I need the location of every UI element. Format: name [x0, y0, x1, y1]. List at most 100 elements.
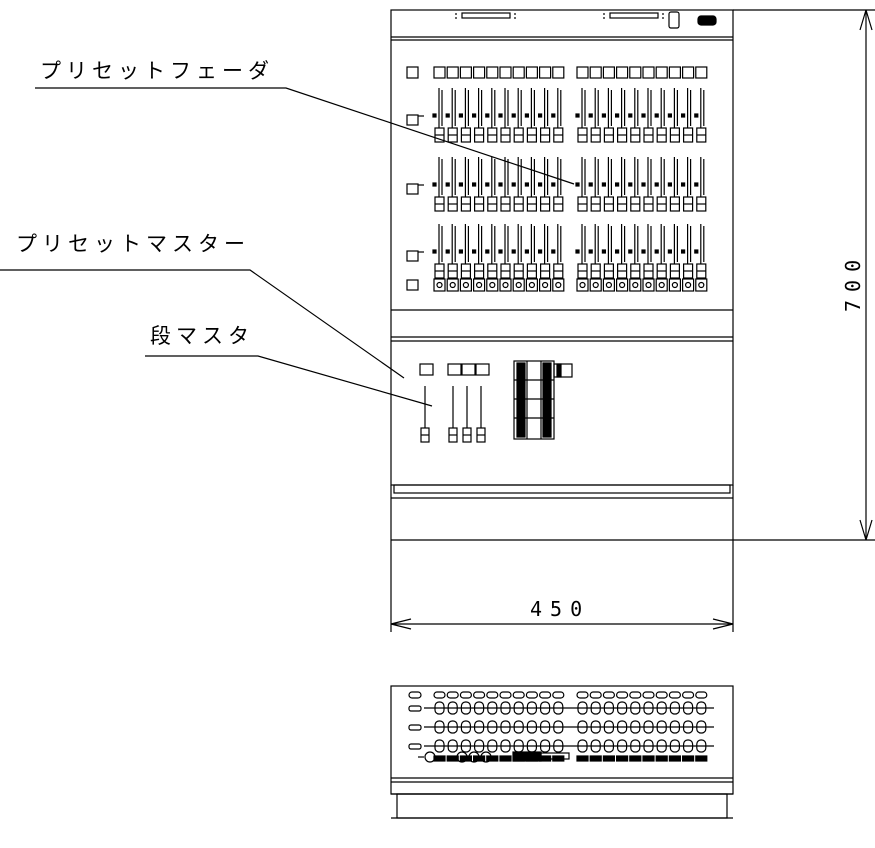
- preset-fader: [614, 88, 628, 143]
- preset-fader: [614, 157, 628, 212]
- preset-fader: [472, 157, 485, 212]
- preset-fader: [472, 88, 485, 143]
- side-knob: [500, 739, 511, 753]
- bump-button: [615, 278, 629, 292]
- preset-fader: [667, 157, 681, 212]
- preset-fader: [524, 224, 538, 279]
- height-dimension: [733, 9, 875, 541]
- bump-button: [433, 278, 446, 292]
- preset-fader: [588, 157, 601, 212]
- side-knob: [603, 701, 615, 715]
- side-knob: [590, 720, 601, 734]
- side-knob: [590, 701, 601, 715]
- preset-master-button: [406, 250, 419, 262]
- leader-lines: [0, 87, 575, 407]
- side-knob: [669, 720, 681, 734]
- side-knob: [630, 701, 641, 715]
- side-knob: [526, 701, 538, 715]
- side-knob: [577, 739, 588, 753]
- flash-button: [695, 66, 708, 79]
- preset-fader: [575, 157, 588, 212]
- bump-button: [629, 278, 642, 292]
- preset-fader: [458, 157, 471, 212]
- preset-fader: [524, 157, 538, 212]
- preset-fader: [498, 157, 511, 212]
- flash-button: [655, 66, 668, 79]
- bump-button: [655, 278, 668, 292]
- flash-button: [589, 66, 602, 79]
- side-button: [552, 691, 565, 699]
- side-knob: [526, 720, 538, 734]
- preset-fader: [680, 224, 694, 279]
- preset-fader: [537, 224, 551, 279]
- bump-button: [525, 278, 539, 292]
- bump-button: [681, 278, 695, 292]
- flash-button: [552, 66, 565, 79]
- side-bar: [589, 755, 602, 762]
- side-knob: [539, 701, 551, 715]
- side-knob: [590, 739, 601, 753]
- side-knob: [447, 739, 458, 753]
- side-button: [408, 691, 422, 699]
- preset-fader: [445, 88, 458, 143]
- preset-master-button: [406, 183, 419, 195]
- side-knob: [474, 720, 485, 734]
- preset-fader: [551, 224, 564, 279]
- side-knob: [539, 739, 551, 753]
- preset-fader: [498, 224, 511, 279]
- bump-button: [552, 278, 565, 292]
- bump-button: [446, 278, 459, 292]
- bump-led: [671, 281, 679, 289]
- bump-led: [449, 281, 456, 289]
- side-knob: [474, 701, 485, 715]
- side-knob: [630, 739, 641, 753]
- preset-fader: [485, 88, 498, 143]
- side-button: [655, 691, 668, 699]
- preset-fader: [628, 157, 641, 212]
- side-button: [668, 691, 682, 699]
- preset-master-label: プリセットマスター: [16, 232, 250, 256]
- side-knob: [487, 739, 498, 753]
- preset-fader: [667, 88, 681, 143]
- side-knob: [460, 701, 471, 715]
- side-bar: [615, 755, 629, 762]
- preset-fader-leader: [35, 87, 575, 185]
- preset-fader: [511, 88, 524, 143]
- bump-led: [515, 281, 522, 289]
- bump-button: [512, 278, 525, 292]
- side-button: [486, 691, 499, 699]
- preset-fader: [524, 88, 538, 143]
- bump-button: [642, 278, 655, 292]
- side-knob: [643, 739, 654, 753]
- side-button: [538, 691, 552, 699]
- bump-led: [541, 281, 549, 289]
- bump-led: [555, 281, 562, 289]
- side-knob: [460, 720, 471, 734]
- preset-fader: [537, 157, 551, 212]
- preset-fader: [432, 157, 445, 212]
- stage-master-label: 段マスタ: [150, 324, 254, 348]
- side-bar: [602, 755, 616, 762]
- side-button: [433, 691, 446, 699]
- preset-fader: [511, 157, 524, 212]
- preset-fader: [551, 157, 564, 212]
- side-knob: [616, 720, 628, 734]
- bump-button: [589, 278, 602, 292]
- preset-fader: [537, 88, 551, 143]
- preset-fader-label: プリセットフェーダ: [40, 59, 274, 83]
- preset-fader: [432, 88, 445, 143]
- flash-button: [512, 66, 525, 79]
- side-button: [408, 724, 422, 731]
- side-knob: [577, 701, 588, 715]
- side-button: [446, 691, 459, 699]
- preset-fader: [694, 88, 707, 143]
- preset-fader: [694, 224, 707, 279]
- power-connector: [697, 15, 717, 26]
- preset-fader: [458, 224, 471, 279]
- preset-fader: [641, 157, 654, 212]
- bump-button: [538, 278, 552, 292]
- side-button: [408, 705, 422, 712]
- preset-fader: [511, 224, 524, 279]
- side-knob: [513, 720, 524, 734]
- side-knob: [643, 701, 654, 715]
